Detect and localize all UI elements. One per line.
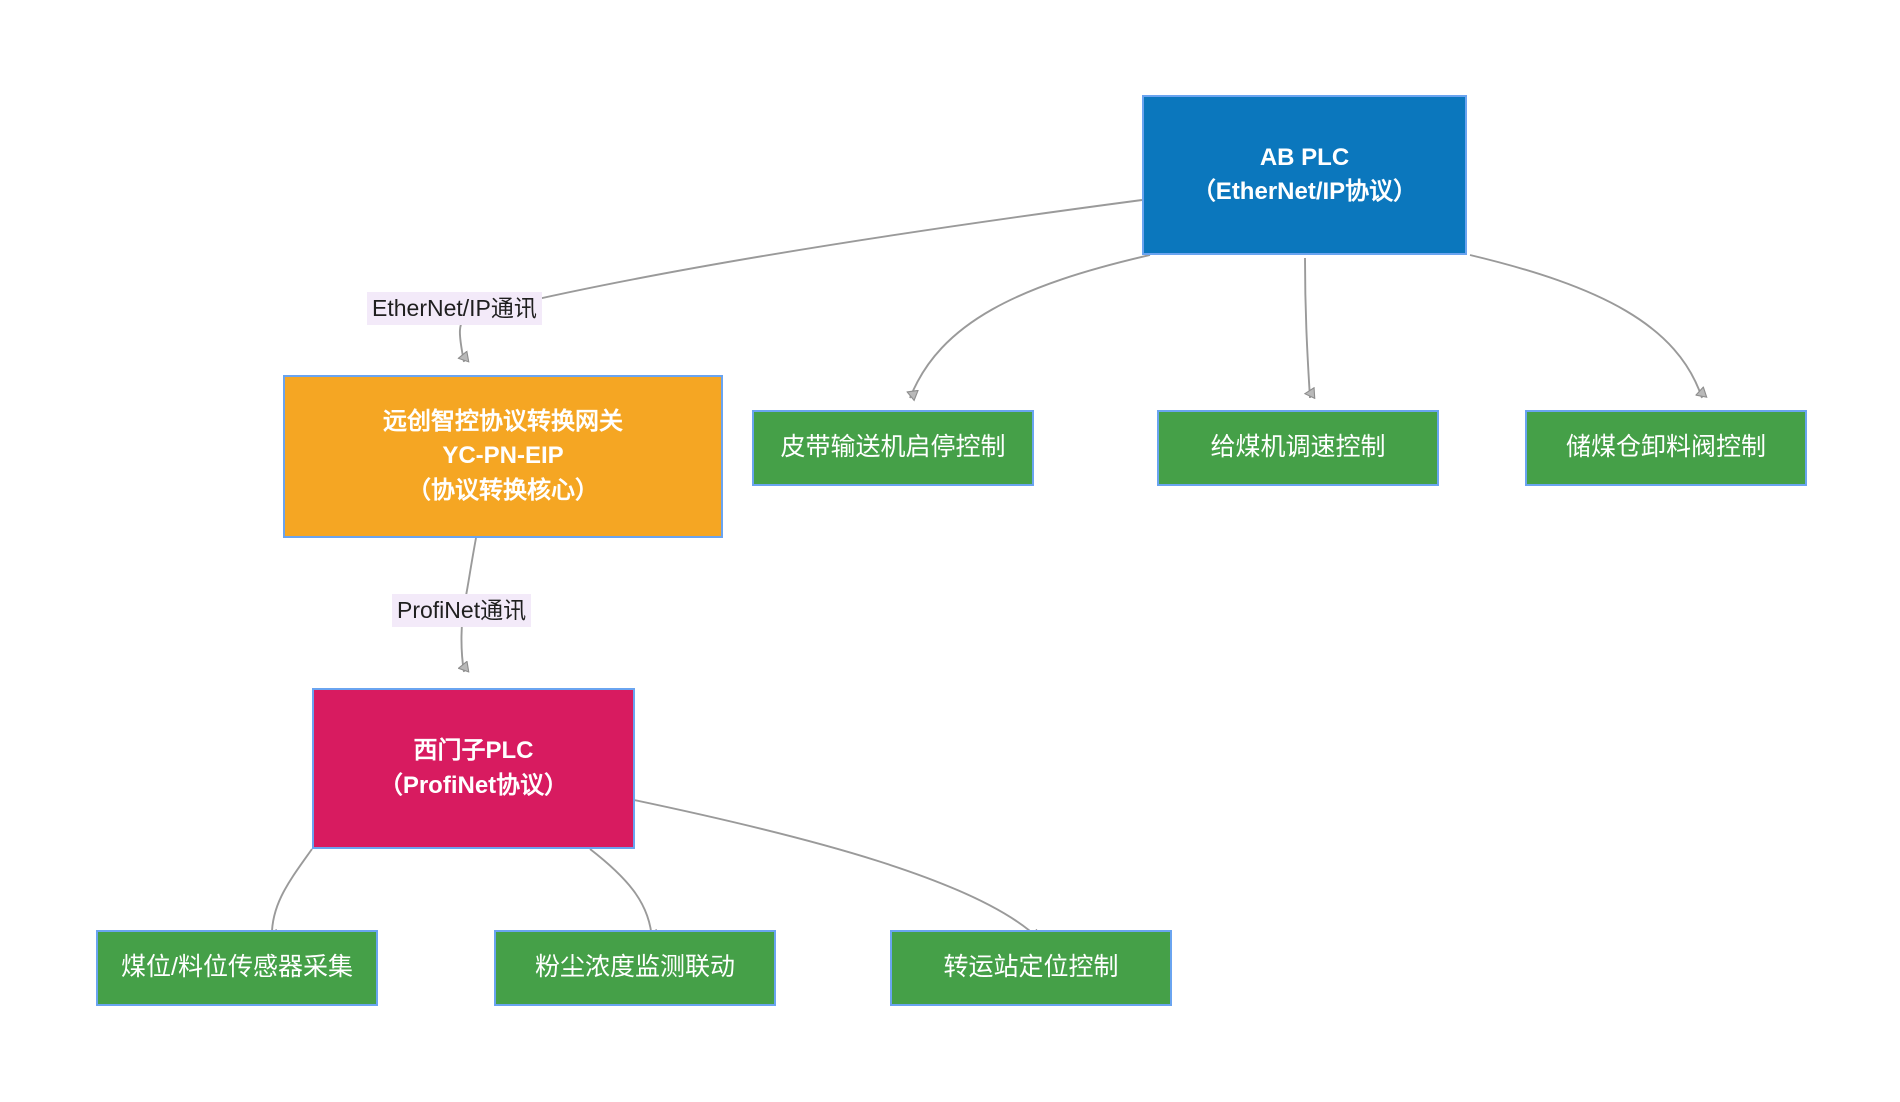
node-ab-plc-line2: （EtherNet/IP协议） xyxy=(1191,178,1418,205)
edge-ab-plc-to-coal-bunker-valve xyxy=(1469,254,1702,399)
node-coal-bunker-valve-label: 储煤仓卸料阀控制 xyxy=(1565,433,1766,462)
node-ab-plc[interactable]: AB PLC （EtherNet/IP协议） xyxy=(1142,95,1467,255)
node-belt-conveyor[interactable]: 皮带输送机启停控制 xyxy=(752,410,1034,486)
edge-ab-plc-to-belt-conveyor xyxy=(910,254,1151,398)
edge-siemens-plc-to-dust-monitor xyxy=(589,848,652,940)
node-gateway-line2: YC-PN-EIP xyxy=(442,442,564,470)
node-siemens-plc-line1: 西门子PLC xyxy=(413,737,534,765)
node-siemens-plc-line2: （ProfiNet协议） xyxy=(378,771,569,799)
node-gateway[interactable]: 远创智控协议转换网关 YC-PN-EIP （协议转换核心） xyxy=(283,375,723,538)
node-gateway-line3: （协议转换核心） xyxy=(407,476,599,504)
node-coal-feeder-label: 给煤机调速控制 xyxy=(1210,433,1386,462)
edge-ab-plc-to-coal-feeder xyxy=(1305,257,1310,398)
edge-ab-plc-to-gateway xyxy=(460,199,1143,362)
node-level-sensor-label: 煤位/料位传感器采集 xyxy=(121,953,353,982)
node-coal-feeder[interactable]: 给煤机调速控制 xyxy=(1157,410,1439,486)
edge-label-profinet: ProfiNet通讯 xyxy=(392,594,532,627)
node-siemens-plc[interactable]: 西门子PLC （ProfiNet协议） xyxy=(312,688,635,849)
node-level-sensor[interactable]: 煤位/料位传感器采集 xyxy=(96,930,378,1006)
node-dust-monitor[interactable]: 粉尘浓度监测联动 xyxy=(494,930,776,1006)
node-ab-plc-line1: AB PLC xyxy=(1259,143,1350,171)
node-dust-monitor-label: 粉尘浓度监测联动 xyxy=(534,953,735,982)
edge-label-ethernet-ip: EtherNet/IP通讯 xyxy=(367,292,542,325)
node-coal-bunker-valve[interactable]: 储煤仓卸料阀控制 xyxy=(1525,410,1807,486)
node-belt-conveyor-label: 皮带输送机启停控制 xyxy=(780,433,1006,462)
edge-siemens-plc-to-transfer-station xyxy=(633,799,1040,940)
node-transfer-station-label: 转运站定位控制 xyxy=(943,953,1119,982)
node-gateway-line1: 远创智控协议转换网关 xyxy=(383,408,623,436)
edge-siemens-plc-to-level-sensor xyxy=(272,848,313,940)
node-transfer-station[interactable]: 转运站定位控制 xyxy=(890,930,1172,1006)
